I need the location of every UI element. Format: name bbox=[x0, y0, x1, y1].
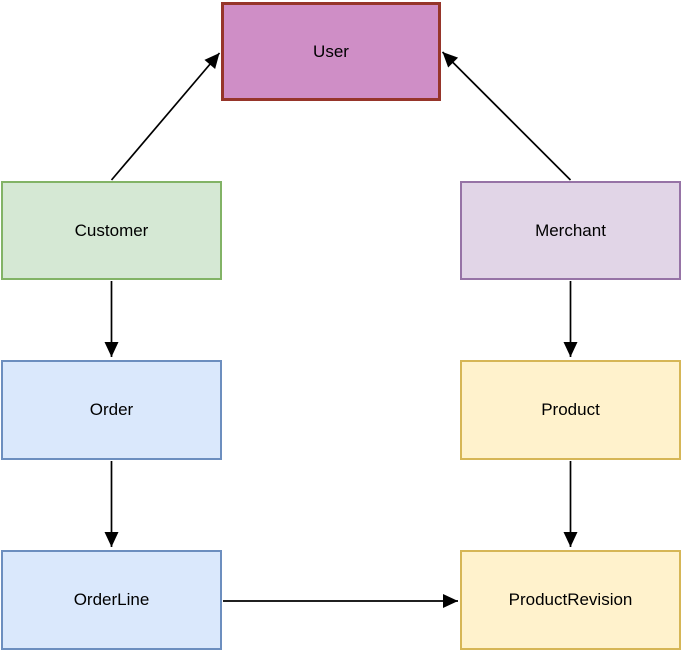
node-orderline: OrderLine bbox=[1, 550, 222, 650]
node-order-label: Order bbox=[89, 400, 134, 419]
node-user-label: User bbox=[313, 41, 349, 61]
edge-merchant-user bbox=[441, 51, 572, 181]
node-user: User bbox=[221, 2, 441, 101]
edge-customer-user bbox=[110, 52, 221, 181]
node-customer: Customer bbox=[1, 181, 222, 280]
node-merchant: Merchant bbox=[460, 181, 681, 280]
node-productrevision: ProductRevision bbox=[460, 550, 681, 650]
node-order: Order bbox=[1, 360, 222, 460]
node-orderline-label: OrderLine bbox=[73, 590, 150, 609]
node-merchant-label: Merchant bbox=[535, 220, 606, 240]
node-product: Product bbox=[460, 360, 681, 460]
node-productrevision-label: ProductRevision bbox=[508, 590, 633, 609]
node-product-label: Product bbox=[541, 400, 600, 419]
node-customer-label: Customer bbox=[74, 220, 149, 240]
